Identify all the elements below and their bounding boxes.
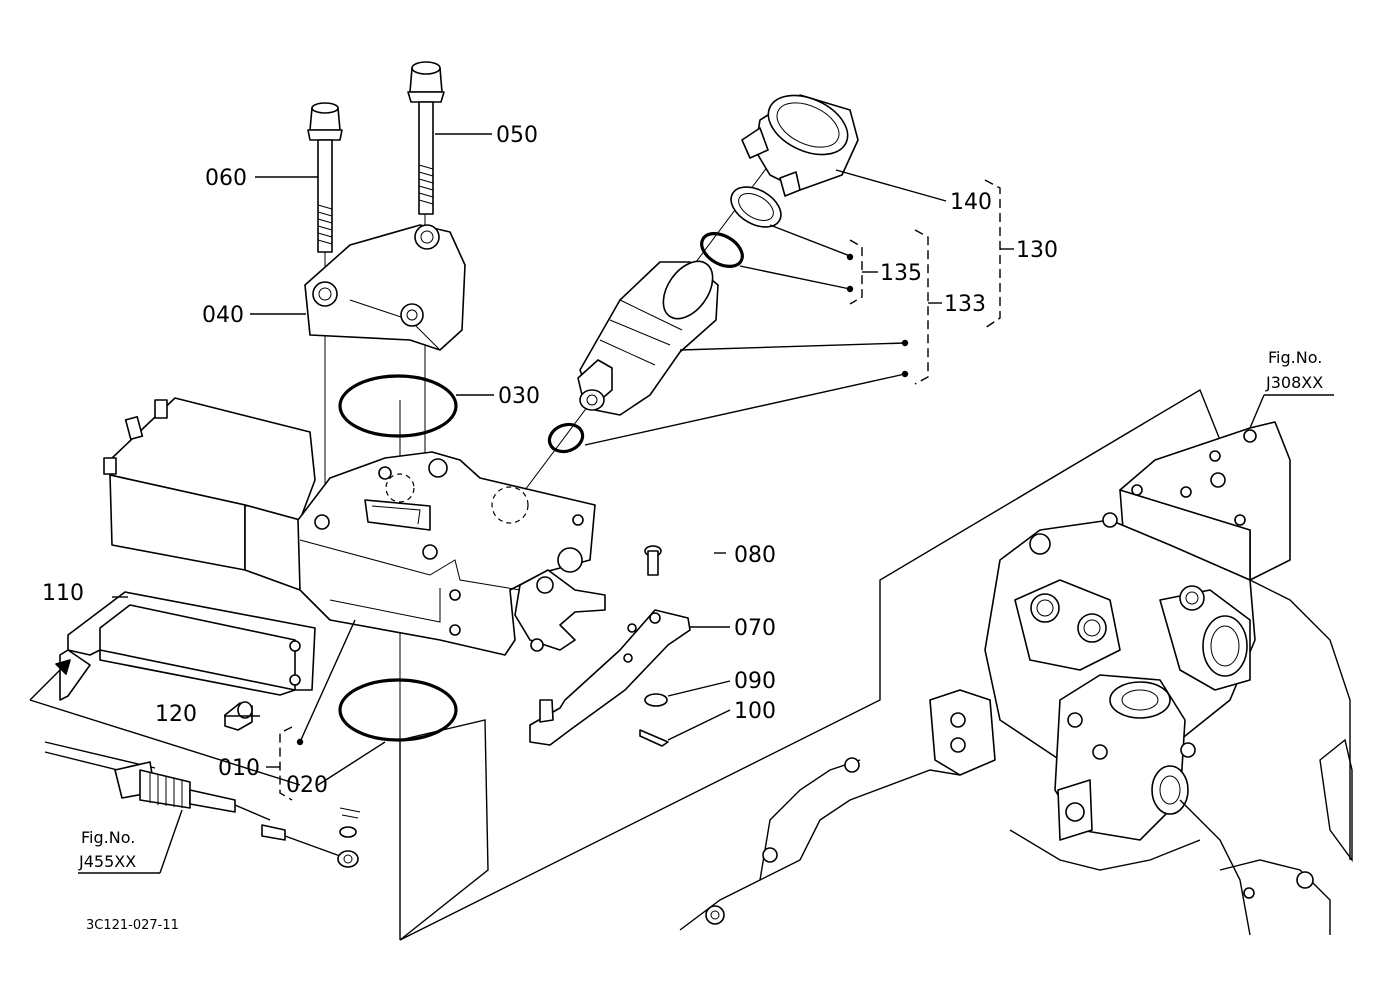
part-133-small-o-ring	[547, 422, 585, 454]
part-010-valve-body	[103, 397, 606, 656]
label-135: 135	[880, 261, 922, 286]
part-090-washer	[644, 693, 668, 707]
part-060-bolt	[307, 102, 343, 253]
label-140: 140	[950, 190, 992, 215]
group-brackets	[266, 179, 1014, 801]
label-070: 070	[734, 616, 776, 641]
part-140-nut	[741, 94, 859, 197]
part-020-o-ring	[338, 678, 458, 742]
part-110-bracket	[59, 591, 316, 701]
control-cable-drawing	[44, 741, 361, 868]
fig-ref-lower-number: J455XX	[78, 852, 136, 871]
label-100: 100	[734, 699, 776, 724]
label-133: 133	[944, 292, 986, 317]
part-labels: 060 050 040 030 140 130 135 133 110 120 …	[42, 123, 1323, 933]
leader-lines	[29, 133, 1334, 874]
reference-housing-drawing	[399, 388, 1353, 941]
fig-ref-upper-number: J308XX	[1265, 373, 1323, 392]
fig-ref-upper-title: Fig.No.	[1268, 348, 1322, 367]
label-090: 090	[734, 669, 776, 694]
label-010: 010	[218, 756, 260, 781]
label-080: 080	[734, 543, 776, 568]
part-135-o-ring	[700, 232, 744, 268]
label-020: 020	[286, 773, 328, 798]
part-070-lever	[529, 609, 691, 746]
part-080-pin	[644, 545, 662, 576]
label-050: 050	[496, 123, 538, 148]
label-130: 130	[1016, 238, 1058, 263]
drawing-code: 3C121-027-11	[86, 918, 179, 933]
exploded-components	[44, 61, 859, 868]
label-110: 110	[42, 581, 84, 606]
fig-ref-lower-title: Fig.No.	[81, 828, 135, 847]
part-100-cotter-pin	[639, 729, 669, 747]
part-040-cover	[304, 224, 466, 351]
label-030: 030	[498, 384, 540, 409]
label-120: 120	[155, 702, 197, 727]
part-030-o-ring	[338, 374, 458, 438]
label-060: 060	[205, 166, 247, 191]
label-040: 040	[202, 303, 244, 328]
part-135-backup-ring	[730, 186, 782, 228]
part-050-bolt	[407, 61, 445, 215]
part-133-cartridge	[577, 260, 719, 416]
